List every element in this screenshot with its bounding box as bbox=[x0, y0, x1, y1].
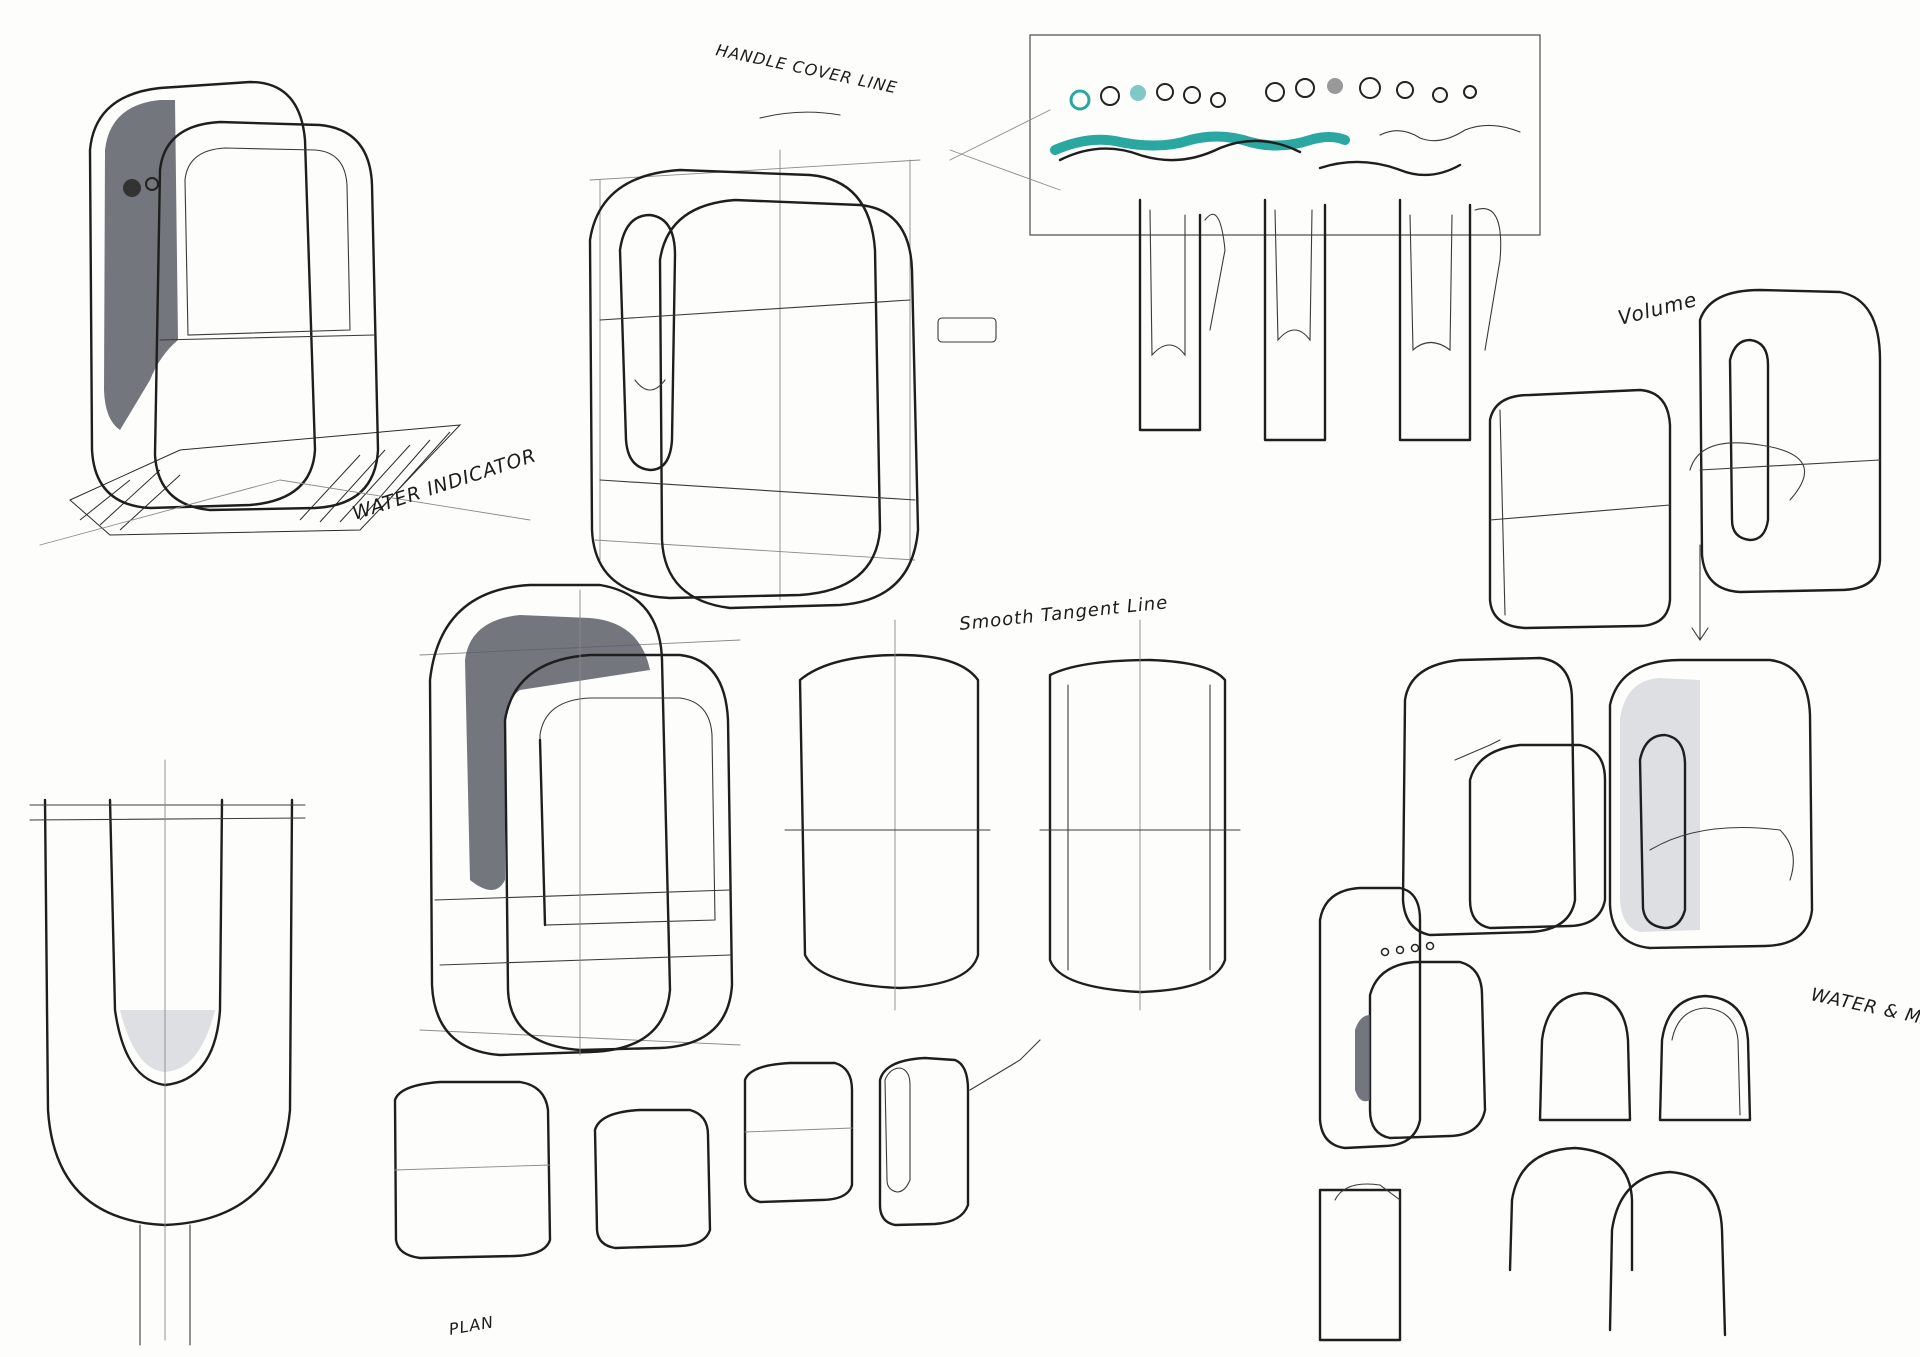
front-shell bbox=[153, 120, 380, 512]
sketch-indicator-frame bbox=[949, 34, 1541, 236]
sketch-handle-columns bbox=[1138, 198, 1502, 442]
front-panel bbox=[184, 147, 351, 336]
indicator-dots-row-1 bbox=[1069, 83, 1226, 111]
cluster-back-left bbox=[1401, 656, 1577, 937]
cluster-small-device bbox=[1318, 886, 1422, 1150]
label-water-matter: WATER & MATTER bbox=[1809, 984, 1920, 1041]
main-shade-panel bbox=[465, 615, 650, 890]
center-slot bbox=[618, 213, 677, 472]
label-handle-cover: HANDLE COVER LINE bbox=[714, 40, 899, 97]
column-2 bbox=[1263, 198, 1327, 442]
sketch-u-cross-section bbox=[29, 759, 306, 1346]
label-volume: Volume bbox=[1615, 287, 1699, 330]
arrow-down bbox=[1691, 544, 1709, 641]
sketch-device-shaded-topleft bbox=[39, 80, 531, 546]
wave-3 bbox=[1318, 160, 1462, 177]
note-box bbox=[937, 317, 997, 343]
thumb-3 bbox=[743, 1061, 854, 1204]
ink-wave bbox=[1058, 139, 1302, 162]
volume-box-right bbox=[1698, 288, 1882, 594]
cluster-back-right bbox=[1608, 658, 1814, 950]
cluster-bottom-arch-2 bbox=[1608, 1170, 1727, 1337]
column-1 bbox=[1138, 198, 1202, 432]
cluster-arch-1 bbox=[1538, 991, 1632, 1122]
cluster-small-front bbox=[1368, 960, 1487, 1140]
profile-left bbox=[798, 653, 980, 990]
center-back-shell bbox=[588, 168, 882, 600]
sketch-device-line-center bbox=[588, 149, 997, 610]
cluster-arch-2 bbox=[1658, 994, 1752, 1122]
indicator-frame bbox=[1029, 34, 1541, 236]
sketch-right-cluster bbox=[1318, 656, 1814, 1342]
center-slot-inner bbox=[634, 379, 666, 391]
cluster-bottom-box bbox=[1318, 1188, 1402, 1342]
control-button-1 bbox=[123, 179, 141, 197]
front-lower-band bbox=[159, 334, 376, 341]
cluster-front-left bbox=[1468, 743, 1607, 930]
cluster-slot bbox=[1638, 733, 1687, 930]
thumb-1 bbox=[393, 1080, 552, 1260]
label-plan: PLAN bbox=[447, 1312, 495, 1339]
sketch-thumbnails bbox=[393, 1039, 1041, 1260]
cluster-bottom-arch-1 bbox=[1508, 1146, 1634, 1272]
floor-hatch bbox=[69, 424, 462, 536]
teal-wave bbox=[1050, 131, 1350, 155]
profile-right bbox=[1048, 658, 1227, 994]
volume-slot bbox=[1728, 338, 1770, 542]
sketch-tangent-profiles bbox=[784, 619, 1241, 1011]
cluster-small-shade bbox=[1355, 1015, 1370, 1102]
control-button-2 bbox=[145, 177, 159, 191]
volume-box-left bbox=[1488, 388, 1672, 630]
column-3 bbox=[1398, 198, 1472, 442]
thumb-4 bbox=[878, 1056, 970, 1227]
center-front-shell bbox=[658, 198, 920, 610]
floor-hatch-lines bbox=[79, 431, 451, 531]
main-back-shell bbox=[428, 583, 672, 1057]
note-underline bbox=[759, 111, 841, 119]
back-shell bbox=[88, 80, 317, 510]
sketch-device-shaded-center bbox=[419, 583, 741, 1057]
cluster-dots bbox=[1380, 941, 1435, 957]
sketch-volume-studies bbox=[1488, 288, 1882, 641]
u-shade bbox=[120, 1010, 215, 1072]
thumb-2 bbox=[593, 1108, 712, 1250]
main-front-shell bbox=[503, 653, 734, 1052]
cluster-shade-right bbox=[1620, 678, 1700, 932]
wave-2 bbox=[1379, 124, 1521, 142]
indicator-dots-row-2 bbox=[1265, 77, 1477, 103]
main-front-panel bbox=[539, 697, 716, 926]
label-smooth-tangent: Smooth Tangent Line bbox=[958, 592, 1169, 635]
